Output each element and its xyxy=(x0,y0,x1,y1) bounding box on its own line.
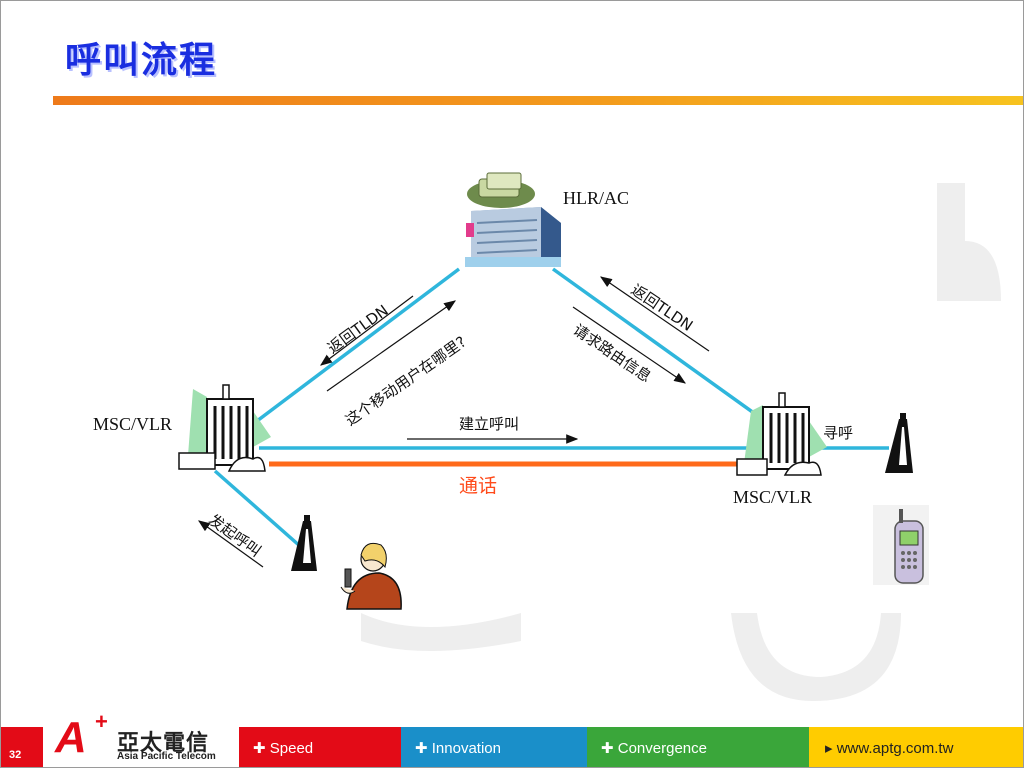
msc-right-building-icon xyxy=(736,392,827,476)
footer-convergence: ✚ Convergence xyxy=(587,727,809,767)
company-logo: A + 亞太電信 Asia Pacific Telecom xyxy=(43,709,239,767)
footer-bar: 32 A + 亞太電信 Asia Pacific Telecom ✚ Speed… xyxy=(1,709,1023,767)
msc-left-building-icon xyxy=(178,384,271,472)
antenna-tower-right-icon xyxy=(885,413,913,473)
page-number: 32 xyxy=(9,749,22,761)
arrow-originate xyxy=(198,520,264,568)
caller-person-icon xyxy=(340,542,402,610)
hlr-ac-label: HLR/AC xyxy=(563,188,630,208)
mobile-phone-icon xyxy=(873,505,929,585)
footer-website-link[interactable]: ▸ www.aptg.com.tw xyxy=(809,727,1023,767)
title-divider xyxy=(53,96,1023,105)
link-hlr-right-msc xyxy=(551,267,767,423)
arrow-right-request xyxy=(572,306,686,384)
talk-label: 通话 xyxy=(459,475,498,497)
background-watermark xyxy=(361,183,1001,701)
arrow-left-return xyxy=(320,295,414,366)
logo-chinese-name: 亞太電信 xyxy=(117,731,210,756)
link-msc-handset xyxy=(213,469,303,549)
network-links xyxy=(213,267,889,549)
footer-innovation-text: Innovation xyxy=(431,740,501,757)
msc-right-label: MSC/VLR xyxy=(733,487,813,507)
msc-left-label: MSC/VLR xyxy=(93,414,173,434)
page-label: 寻呼 xyxy=(823,424,854,442)
call-flow-diagram xyxy=(178,172,1001,701)
antenna-tower-left-icon xyxy=(291,515,317,571)
logo-a-mark: A xyxy=(55,713,87,762)
page-number-box: 32 xyxy=(1,727,43,767)
footer-innovation: ✚ Innovation xyxy=(401,727,587,767)
footer-website-text[interactable]: www.aptg.com.tw xyxy=(836,740,954,757)
footer-speed: ✚ Speed xyxy=(239,727,401,767)
arrow-left-query xyxy=(326,300,456,392)
footer-speed-text: Speed xyxy=(269,740,314,757)
setup-call-label: 建立呼叫 xyxy=(459,415,520,433)
slide-title: 呼叫流程 xyxy=(65,39,218,81)
arrow-right-return xyxy=(600,276,710,352)
message-arrows xyxy=(198,276,710,568)
logo-plus-mark: + xyxy=(95,709,108,734)
footer-convergence-text: Convergence xyxy=(617,740,707,757)
link-hlr-left-msc xyxy=(255,267,461,423)
hlr-ac-server-icon xyxy=(465,172,561,267)
logo-english-name: Asia Pacific Telecom xyxy=(117,751,216,762)
